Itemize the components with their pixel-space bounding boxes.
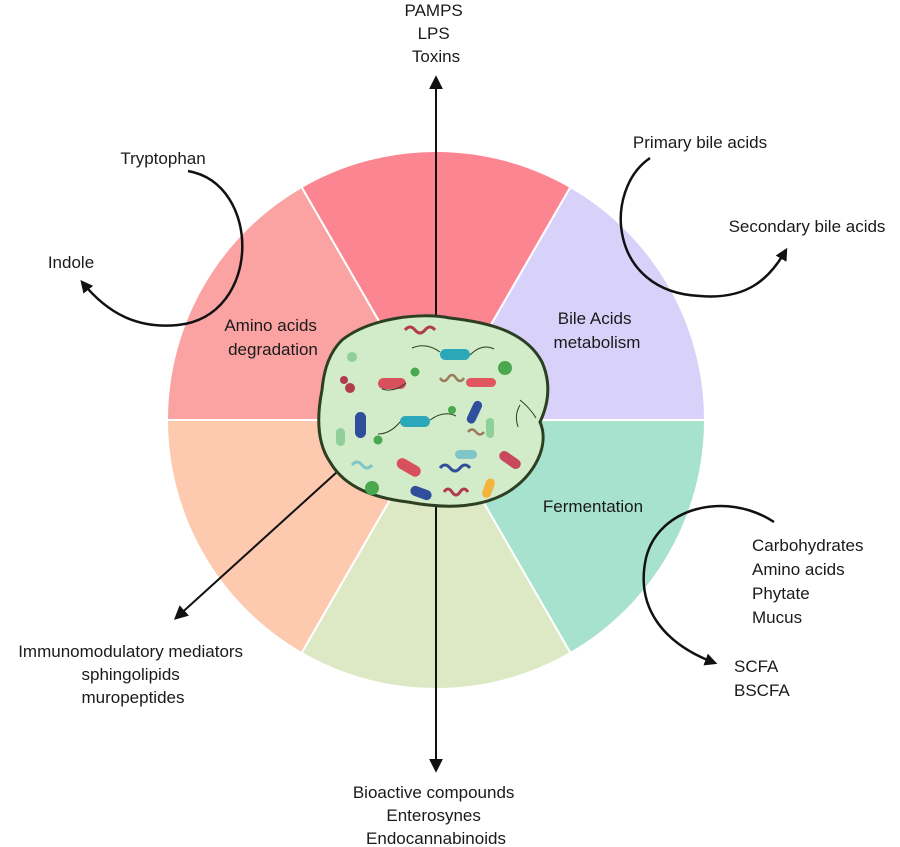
bacterium-coccus [347, 352, 357, 362]
bacterium-coccus [498, 361, 512, 375]
tryptophan-label: Tryptophan [120, 149, 205, 168]
bacterium-coccus [345, 383, 355, 393]
arrow-bile-cycle [619, 156, 788, 298]
sector-label-fermentation: Fermentation [543, 497, 643, 516]
bacterium-spirillum [438, 463, 472, 473]
bacterium-spirillum [467, 428, 485, 436]
sector-label-amino: Amino acids degradation [224, 316, 321, 359]
bacterium-rod [400, 416, 430, 427]
bacterium-rod [499, 450, 521, 470]
bacterium-rod [486, 418, 494, 438]
bacterium-flagellum [377, 345, 537, 435]
bacterium-rod [455, 450, 477, 459]
bacterium-rod [466, 378, 496, 387]
metabolic-wheel [165, 150, 707, 690]
bacterium-rod [396, 458, 421, 477]
fermentation-inputs-label: Carbohydrates Amino acids Phytate Mucus [752, 536, 868, 627]
fermentation-outputs-label: SCFA BSCFA [734, 657, 790, 700]
bacterium-spirillum [403, 325, 437, 335]
bacterium-spirillum [438, 373, 466, 383]
bacterium-coccus [410, 367, 420, 377]
immuno-outputs-label: Immunomodulatory mediators sphingolipids… [18, 642, 248, 707]
microbiota-core [317, 314, 550, 508]
bacterium-rod [466, 400, 483, 424]
bacterium-coccus [365, 481, 379, 495]
bacterium-rod [440, 349, 470, 360]
bacterium-rod [482, 478, 495, 498]
primary-bile-acids-label: Primary bile acids [633, 133, 767, 152]
secondary-bile-acids-label: Secondary bile acids [729, 217, 886, 236]
arrow-down-left [173, 461, 349, 620]
bacterium-rod [355, 412, 366, 438]
bacterium-coccus [448, 406, 456, 414]
indole-label: Indole [48, 253, 94, 272]
bacterium-rod [336, 428, 345, 446]
bacterium-rod [378, 378, 406, 389]
arrow-tryptophan-cycle [80, 169, 244, 327]
bacterium-coccus [373, 435, 383, 445]
sector-label-bile: Bile Acids metabolism [554, 309, 641, 352]
bottom-outputs-label: Bioactive compounds Enterosynes Endocann… [353, 783, 519, 847]
arrow-fermentation-cycle [642, 504, 775, 666]
bacterium-rod [410, 485, 432, 501]
core-blob [317, 314, 550, 508]
bacterium-spirillum [442, 487, 470, 497]
bacterium-spirillum [350, 460, 374, 470]
bacterium-coccus [340, 376, 348, 384]
top-outputs-label: PAMPS LPS Toxins [405, 1, 468, 66]
